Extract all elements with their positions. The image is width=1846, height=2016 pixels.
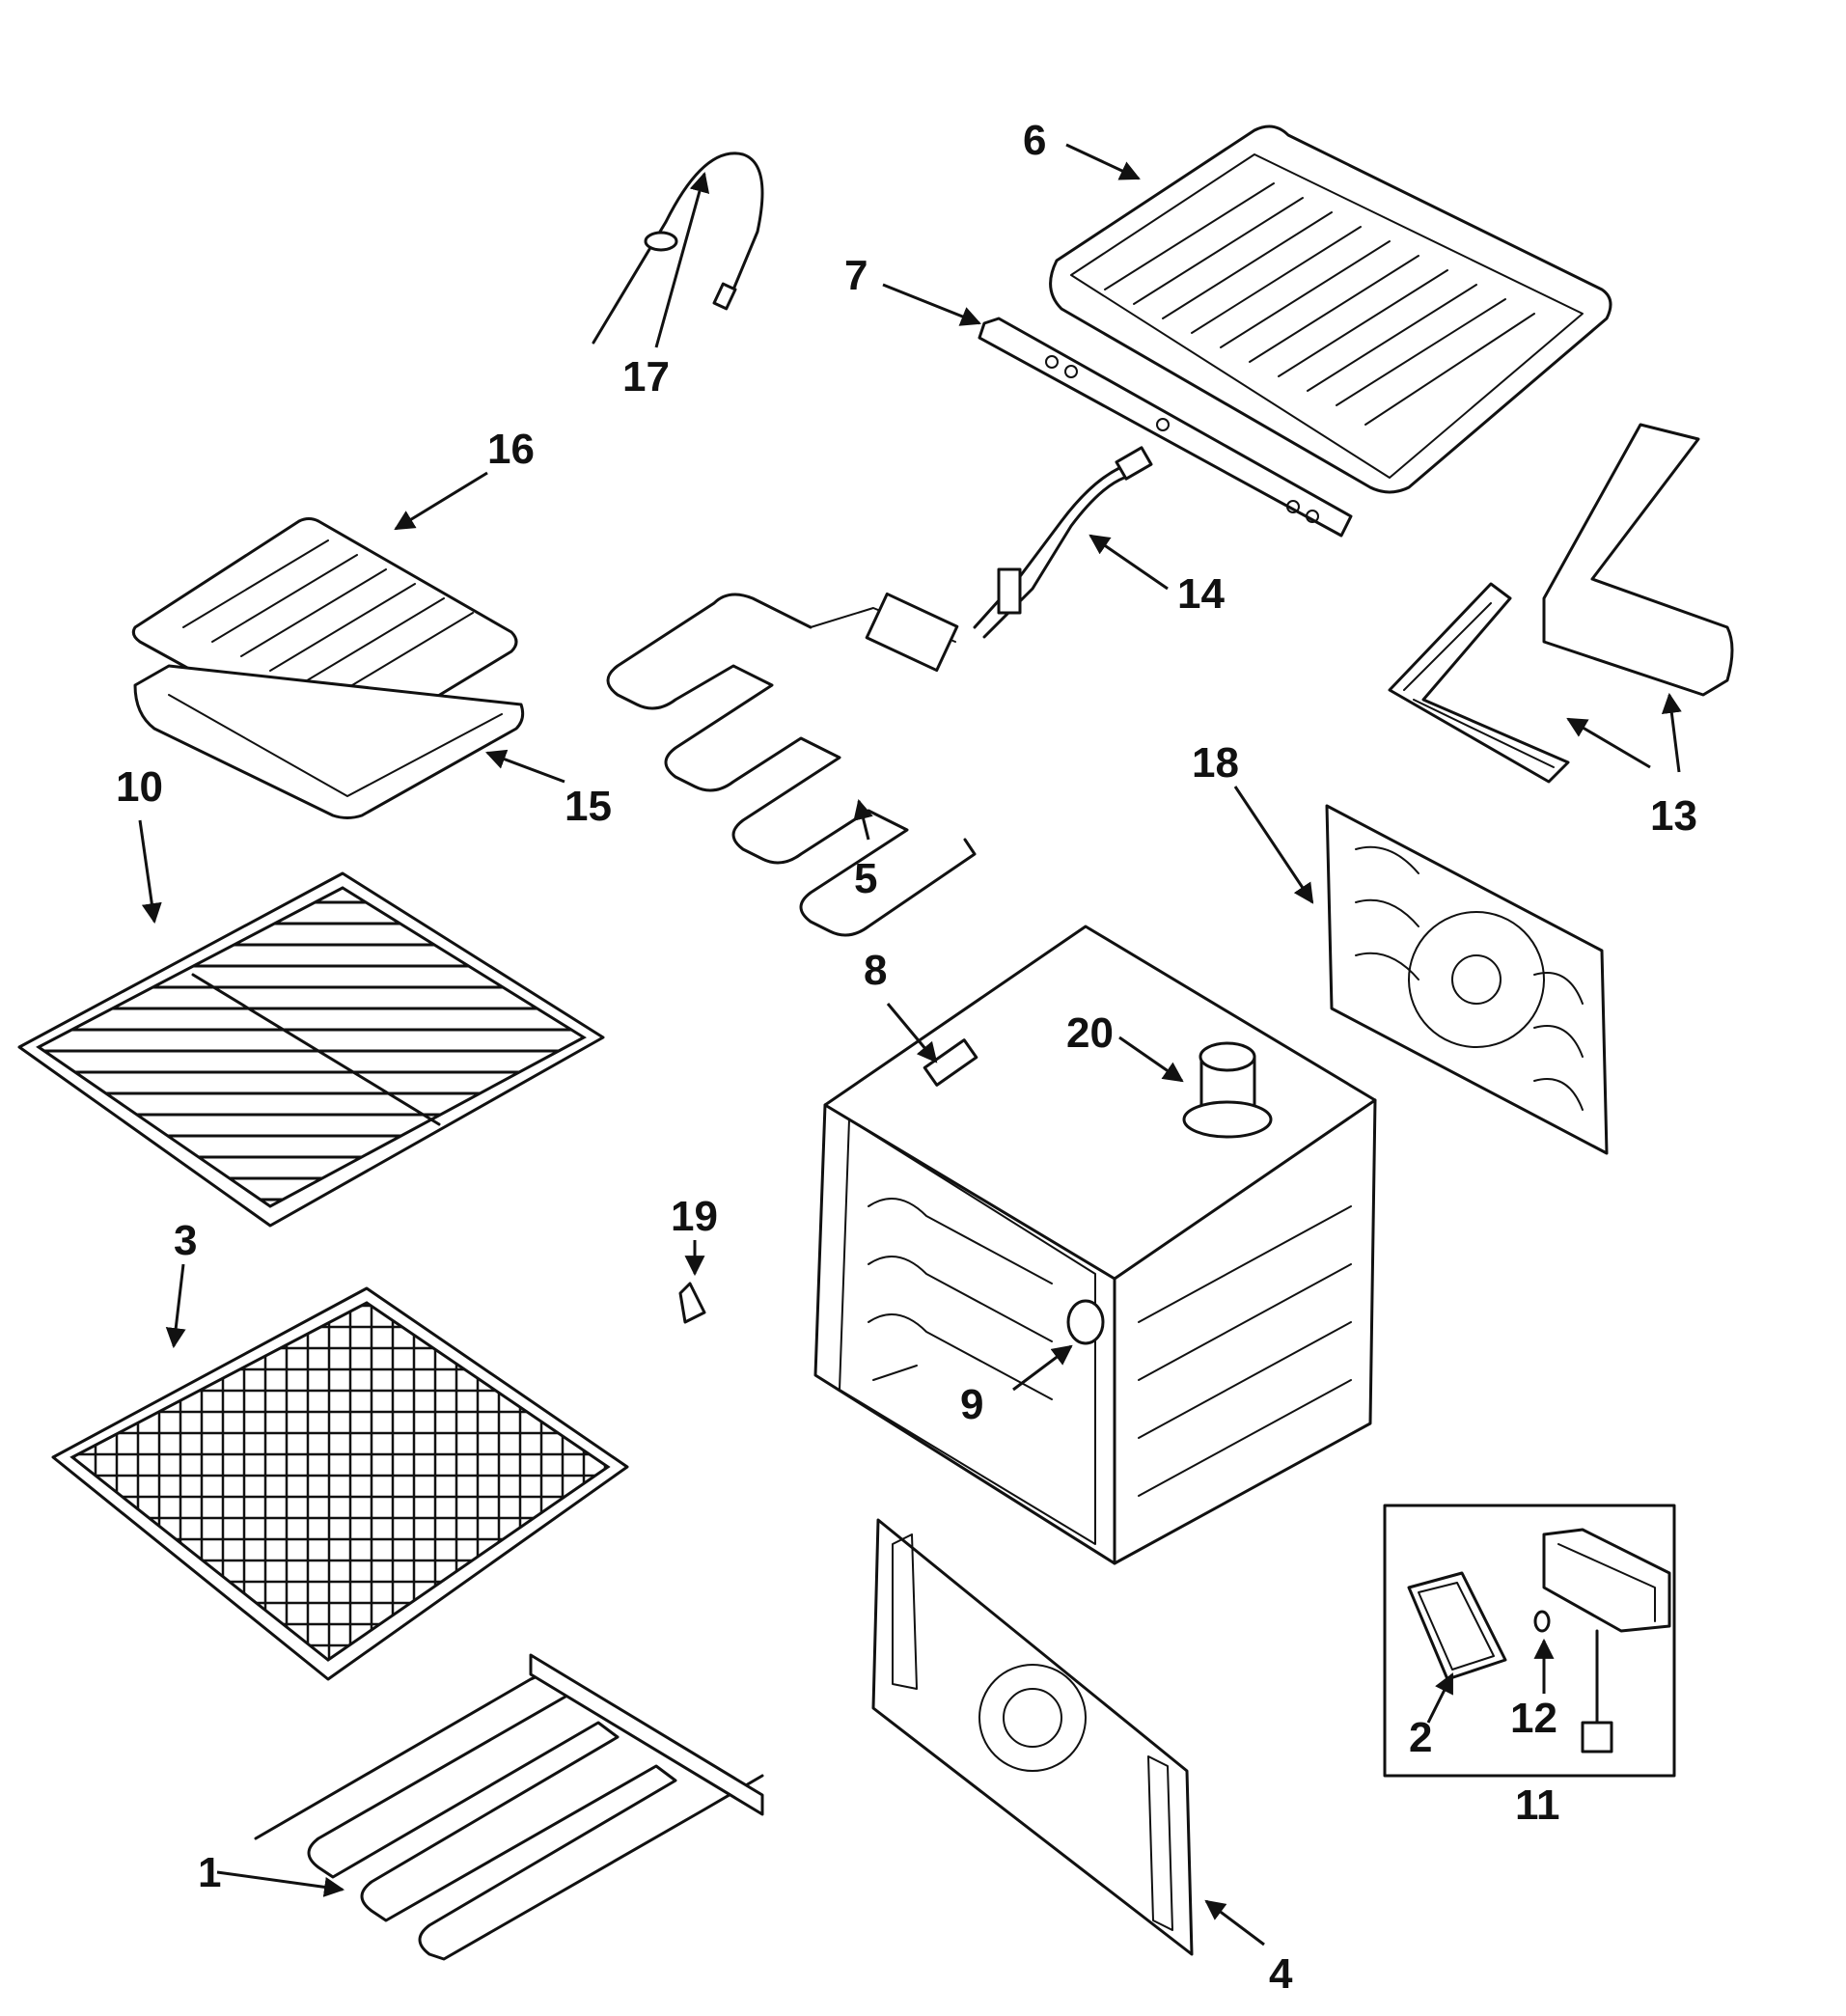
light-assembly-box <box>1383 1504 1676 1778</box>
callout-2: 2 <box>1409 1714 1432 1761</box>
cavity-sensor-bracket <box>923 1038 978 1087</box>
callout-19: 19 <box>671 1193 718 1240</box>
insulation-gasket-part <box>1388 423 1734 784</box>
callout-labels: 1 2 3 4 5 6 7 8 9 10 11 12 13 14 15 16 1… <box>116 117 1697 1998</box>
callout-6: 6 <box>1023 117 1046 164</box>
oven-cavity-part <box>813 925 1377 1565</box>
callout-10: 10 <box>116 763 163 811</box>
callout-15: 15 <box>565 783 612 830</box>
temperature-probe-part <box>592 152 764 345</box>
support-bar-part <box>978 317 1353 538</box>
bottom-bake-element-part <box>254 1653 764 1961</box>
callout-17: 17 <box>622 353 670 400</box>
light-lens-cover-part <box>1407 1571 1507 1681</box>
leader-lines <box>138 143 1682 1947</box>
callout-4: 4 <box>1269 1950 1293 1998</box>
convection-fan-cover-part <box>1325 804 1609 1155</box>
light-bulb-part <box>1533 1610 1551 1633</box>
oven-rack-part <box>17 871 605 1228</box>
bake-element-part <box>606 592 977 937</box>
callout-5: 5 <box>854 855 877 902</box>
broiler-pan-part <box>133 664 525 819</box>
callout-7: 7 <box>844 252 868 299</box>
callout-12: 12 <box>1510 1695 1557 1742</box>
cavity-light-lens <box>1066 1299 1105 1345</box>
rollout-rack-part <box>51 1286 629 1681</box>
callout-8: 8 <box>864 947 887 994</box>
callout-3: 3 <box>174 1217 197 1264</box>
callout-18: 18 <box>1192 739 1239 787</box>
light-housing-part <box>1542 1528 1671 1754</box>
rear-fan-cover-part <box>871 1518 1194 1956</box>
callout-1: 1 <box>198 1849 221 1896</box>
clip-part <box>678 1282 706 1324</box>
callout-9: 9 <box>960 1381 983 1428</box>
callout-20: 20 <box>1066 1009 1114 1057</box>
callout-16: 16 <box>487 426 535 473</box>
callout-13: 13 <box>1650 792 1697 840</box>
callout-14: 14 <box>1177 570 1225 618</box>
broil-element-plate-part <box>1049 124 1612 494</box>
wire-harness-part <box>973 446 1153 639</box>
callout-11: 11 <box>1515 1781 1560 1829</box>
